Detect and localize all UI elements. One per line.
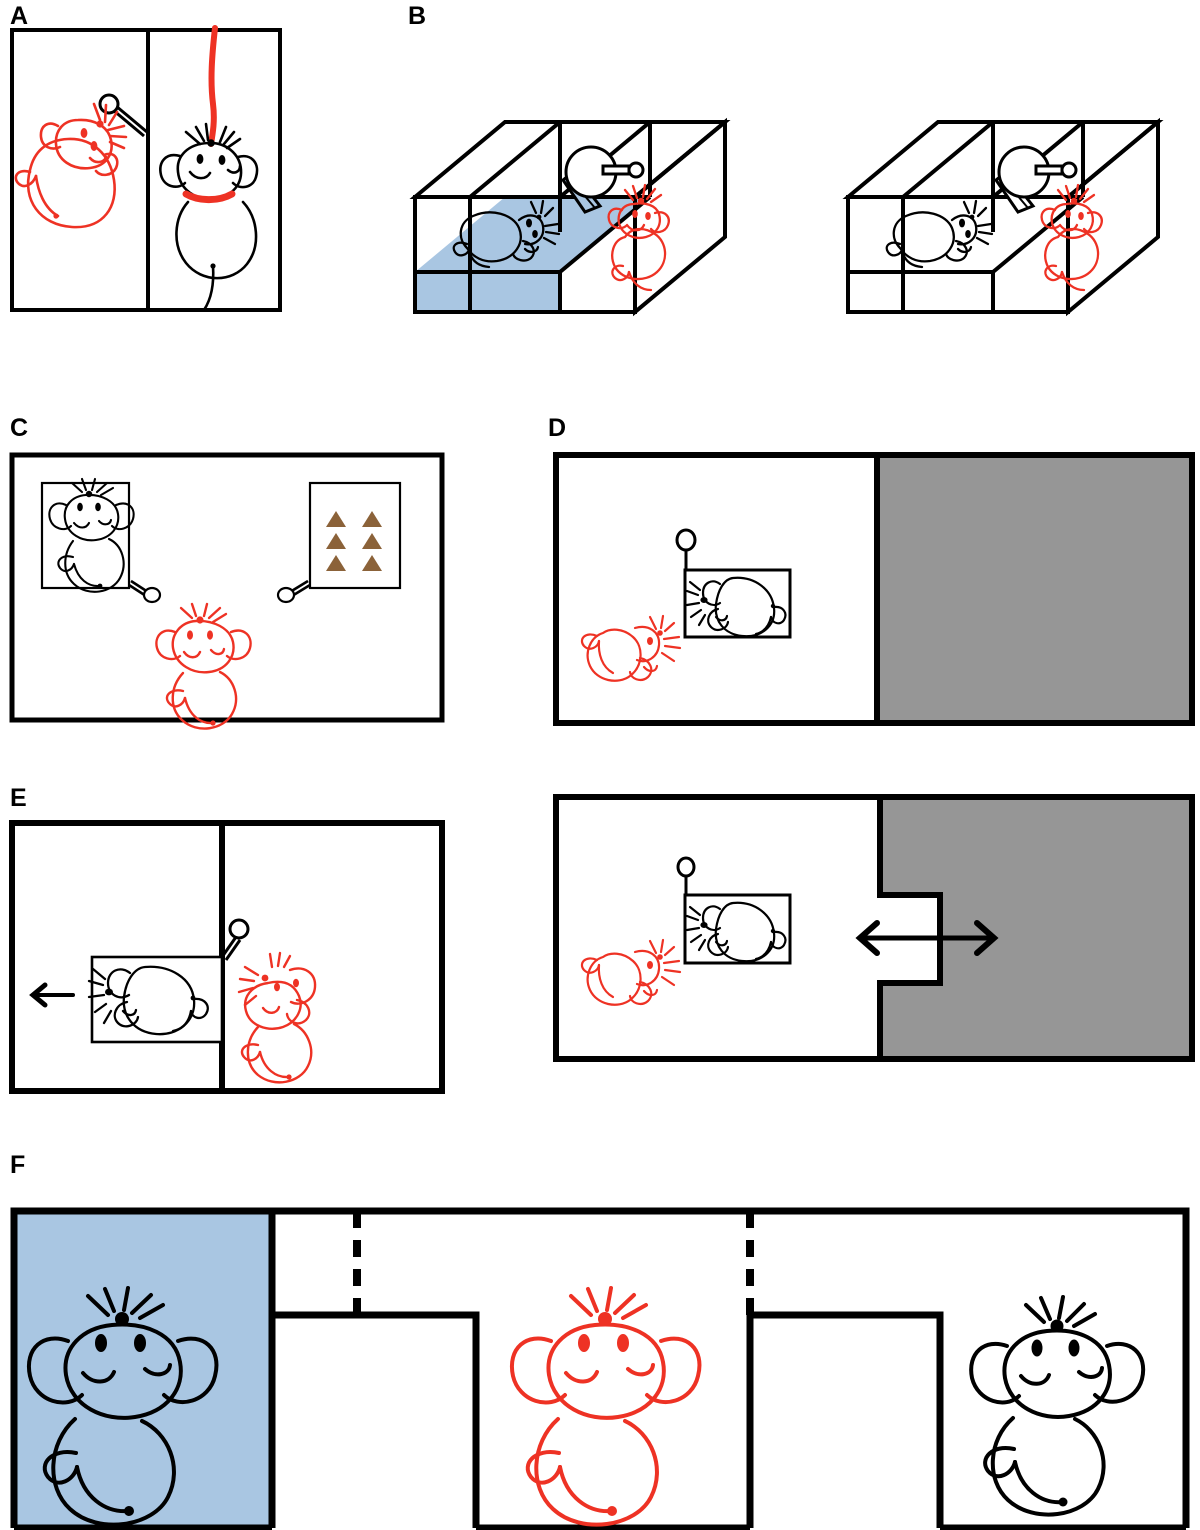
dark-zone [877, 458, 1189, 720]
panel-label-b: B [408, 2, 427, 30]
dark-zone-with-alcove [880, 800, 1189, 1056]
mouse-red-observer [237, 951, 317, 1084]
panel-d [540, 445, 1200, 735]
enclosure-left-handle [128, 579, 162, 604]
mouse-red-free [580, 938, 682, 1006]
panel-b-cage-right [828, 22, 1198, 322]
mouse-red [607, 183, 670, 292]
panel-label-f: F [10, 1151, 26, 1179]
floor-front-blue [415, 272, 560, 312]
enclosure-right-handle [276, 579, 311, 604]
mouse-red-middle [509, 1286, 702, 1527]
spout-tube [1034, 164, 1064, 176]
mouse-black-right [969, 1295, 1146, 1517]
chamber-left-blue-fill [14, 1211, 272, 1528]
mouse-black-tethered [685, 901, 787, 963]
panel-label-c: C [10, 414, 29, 442]
panel-label-d: D [548, 414, 567, 442]
mouse-black-stranger [48, 477, 135, 593]
mouse-red-observer [14, 102, 128, 229]
drinking-cup-with-liquid [560, 145, 645, 214]
panel-label-e: E [10, 784, 27, 812]
panel-d-variant-alcove [540, 785, 1200, 1075]
cage-wireframe [409, 117, 731, 317]
spout-tip [1060, 161, 1078, 179]
panel-e [0, 815, 460, 1100]
panel-label-a: A [10, 2, 29, 30]
mouse-black [452, 199, 561, 269]
optical-fiber-cable [208, 25, 218, 147]
panel-c [0, 445, 460, 735]
enclosure-social-left [40, 481, 131, 590]
mouse-black [885, 199, 994, 269]
spout-tip [627, 161, 645, 179]
mouse-red-subject [155, 602, 252, 730]
mouse-black-left [26, 1286, 219, 1527]
mouse-red [1040, 183, 1103, 292]
chamber-walls [268, 1315, 944, 1528]
mouse-red-free [580, 614, 682, 682]
tether-port-icon [675, 528, 697, 570]
enclosure-object-right [308, 481, 402, 590]
panel-f [0, 1195, 1200, 1530]
tether-port-icon [676, 856, 696, 895]
cage-wireframe [842, 117, 1164, 317]
mouse-black-demonstrator [159, 122, 259, 312]
panel-a [0, 20, 300, 320]
drinking-cup-empty [993, 145, 1078, 214]
mouse-black-tethered [685, 576, 787, 638]
spout-tube [601, 164, 631, 176]
mouse-black-moving-away [87, 965, 209, 1036]
panel-b-cage-left [395, 22, 765, 322]
left-arrow [29, 982, 75, 1008]
double-arrow [855, 920, 999, 956]
object-triangles [326, 511, 382, 571]
tether-port-icon [220, 918, 250, 961]
